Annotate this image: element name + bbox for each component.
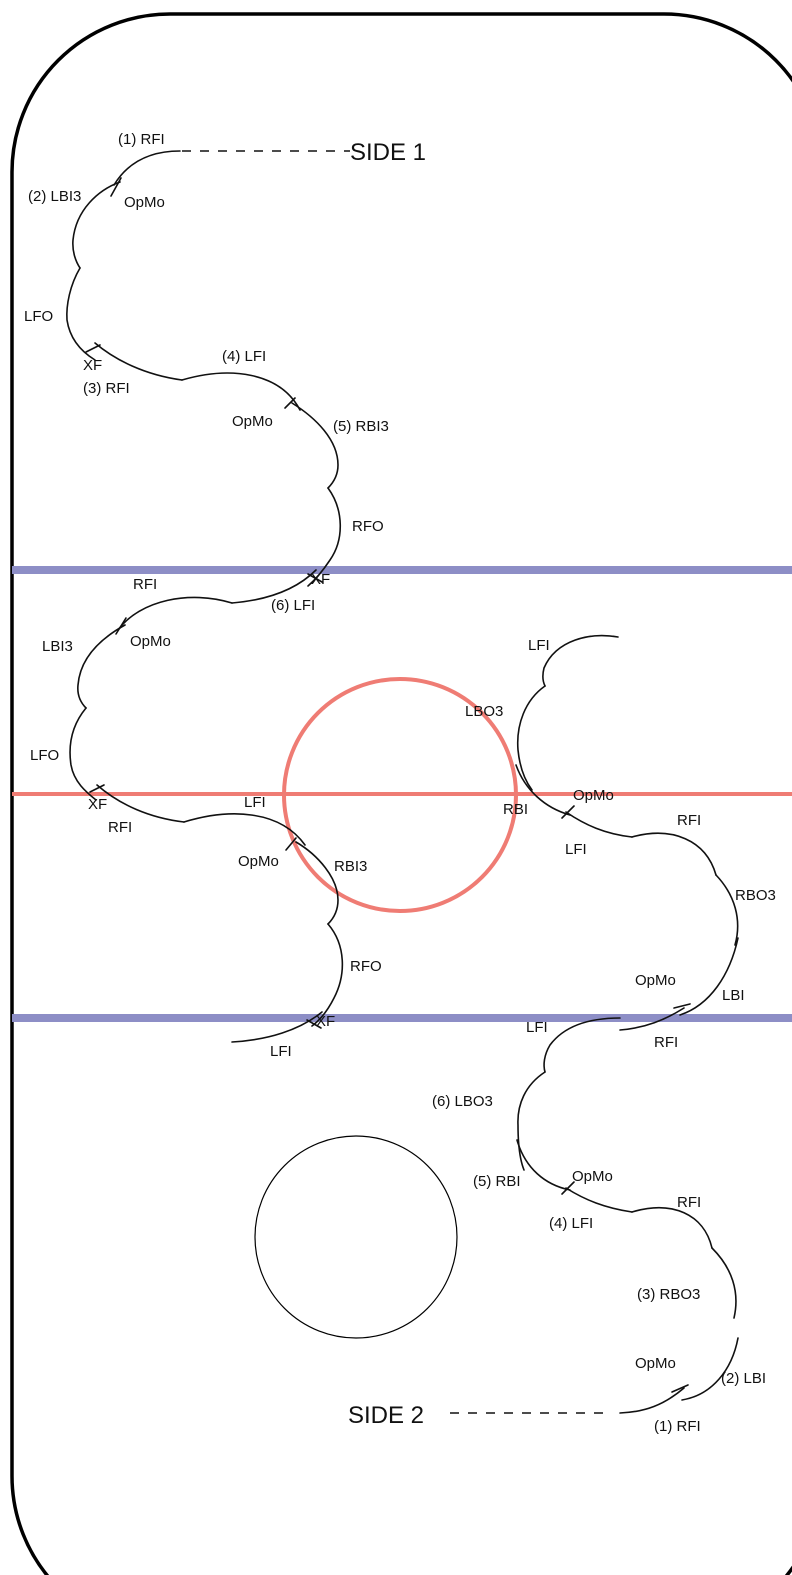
- side2-edge-rbo3-f: [715, 874, 739, 946]
- side1-label-opmo-d: OpMo: [238, 853, 279, 870]
- side1-edge-rfi-c: [96, 784, 185, 823]
- side2-title: SIDE 2: [348, 1402, 424, 1429]
- side2-tick-opmo-f: [673, 1003, 691, 1009]
- side1-edge-lbi3-2: [72, 181, 121, 269]
- side2-edge-rfi-1: [619, 1387, 685, 1414]
- side2-label-rfi-h: RFI: [677, 1194, 701, 1211]
- side2-label-lbi-2: (2) LBI: [721, 1370, 766, 1387]
- side2-label-lfi-f: LFI: [565, 841, 587, 858]
- side1-label-opmo-a: OpMo: [124, 194, 165, 211]
- side2-label-rfi-g: RFI: [654, 1034, 678, 1051]
- side2-edge-lbi-f: [679, 937, 739, 1016]
- side1-title: SIDE 1: [350, 139, 426, 166]
- side2-edge-rbi-5: [516, 1139, 571, 1191]
- side2-edge-rbi-e: [515, 764, 571, 816]
- side1-label-lfi-6: (6) LFI: [271, 597, 315, 614]
- side1-edge-lfi-6: [231, 569, 317, 604]
- side2-edge-rbo3-3: [711, 1247, 737, 1319]
- side1-label-rfo-b: RFO: [350, 958, 382, 975]
- side1-label-rfi-3: (3) RFI: [83, 380, 130, 397]
- rink-boards: [10, 12, 792, 1575]
- side1-edge-rfi-1: [113, 150, 181, 186]
- side1-label-opmo-b: OpMo: [232, 413, 273, 430]
- side1-label-lbi3-2: (2) LBI3: [28, 188, 81, 205]
- side1-edge-rfo-b: [311, 923, 344, 1027]
- side2-tick-opmo-h: [671, 1384, 689, 1393]
- side1-edge-rfo-a: [307, 487, 342, 587]
- side2-label-lbo3-6: (6) LBO3: [432, 1093, 493, 1110]
- side2-label-lfi-e: LFI: [528, 637, 550, 654]
- side1-tick-opmo-d: [285, 837, 297, 851]
- side2-edge-lfi-e: [542, 634, 619, 687]
- side1-label-lfi-d: LFI: [270, 1043, 292, 1060]
- side2-edge-lbo3-e: [516, 685, 546, 791]
- side2-tick-opmo-g: [561, 1181, 575, 1195]
- side1-label-rfi-c: RFI: [108, 819, 132, 836]
- side1-tick-xf-c: [89, 784, 105, 793]
- side1-label-lfo-a: LFO: [24, 308, 53, 325]
- side2-edge-lbo3-6: [517, 1071, 546, 1171]
- side2-label-rbo3-f: RBO3: [735, 887, 776, 904]
- side2-label-opmo-h: OpMo: [635, 1355, 676, 1372]
- side1-edge-lbi3-b: [77, 624, 126, 709]
- blue-line-bottom: [12, 1014, 792, 1022]
- side1-label-rfo-a: RFO: [352, 518, 384, 535]
- side1-edge-rbi3-5: [291, 402, 339, 489]
- side2-label-rfi-f: RFI: [677, 812, 701, 829]
- side1-tick-opmo-c: [115, 617, 127, 635]
- side2-tick-opmo-e: [561, 805, 575, 819]
- side1-label-lfo-b: LFO: [30, 747, 59, 764]
- side1-label-lfi-4: (4) LFI: [222, 348, 266, 365]
- side2-label-opmo-e: OpMo: [573, 787, 614, 804]
- center-red-line: [12, 792, 792, 796]
- side2-label-lbo3-e: LBO3: [465, 703, 503, 720]
- side2-edge-lfi-4: [565, 1187, 633, 1213]
- side1-edge-lfo-b: [69, 707, 97, 801]
- side1-label-xf-b: XF: [311, 571, 330, 588]
- side1-edge-lfo-a: [66, 267, 96, 361]
- side2-label-lfi-4: (4) LFI: [549, 1215, 593, 1232]
- blue-line-top: [12, 566, 792, 574]
- side2-label-lfi-g: LFI: [526, 1019, 548, 1036]
- side2-edge-rfi-g: [619, 1007, 685, 1031]
- side1-label-lbi3-b: LBI3: [42, 638, 73, 655]
- side1-tick-opmo-b: [284, 397, 296, 409]
- side2-edge-lfi-g: [543, 1017, 621, 1073]
- center-faceoff-circle: [282, 677, 518, 913]
- side2-label-rfi-1: (1) RFI: [654, 1418, 701, 1435]
- side2-label-rbi-5: (5) RBI: [473, 1173, 521, 1190]
- side2-label-opmo-g: OpMo: [572, 1168, 613, 1185]
- side1-tick-opmo-a: [110, 177, 122, 197]
- side1-edge-lfi-d: [231, 1011, 323, 1043]
- side1-label-rbi3-c: RBI3: [334, 858, 367, 875]
- side2-edge-lbi-2: [681, 1337, 739, 1401]
- side1-edge-lfi-4: [181, 372, 301, 411]
- side1-edge-rfi-3: [94, 342, 183, 381]
- side1-edge-rfi-b: [117, 596, 233, 631]
- faceoff-circle-side2: [254, 1135, 458, 1339]
- side1-label-xf-d: XF: [316, 1013, 335, 1030]
- side1-label-opmo-c: OpMo: [130, 633, 171, 650]
- side1-edge-lfi-c: [183, 813, 306, 846]
- side1-label-rbi3-5: (5) RBI3: [333, 418, 389, 435]
- side2-edge-rfi-h: [631, 1207, 713, 1249]
- side1-label-rfi-b: RFI: [133, 576, 157, 593]
- side1-label-xf-a: XF: [83, 357, 102, 374]
- side1-label-lfi-c: LFI: [244, 794, 266, 811]
- side2-label-opmo-f: OpMo: [635, 972, 676, 989]
- side2-label-lbi-f: LBI: [722, 987, 745, 1004]
- side2-label-rbo3-3: (3) RBO3: [637, 1286, 700, 1303]
- side2-edge-rfi-f: [631, 832, 717, 876]
- side2-label-rbi-e: RBI: [503, 801, 528, 818]
- side1-label-xf-c: XF: [88, 796, 107, 813]
- side2-edge-lfi-f: [565, 811, 633, 838]
- side1-edge-rbi3-c: [295, 841, 339, 925]
- side1-label-rfi-1: (1) RFI: [118, 131, 165, 148]
